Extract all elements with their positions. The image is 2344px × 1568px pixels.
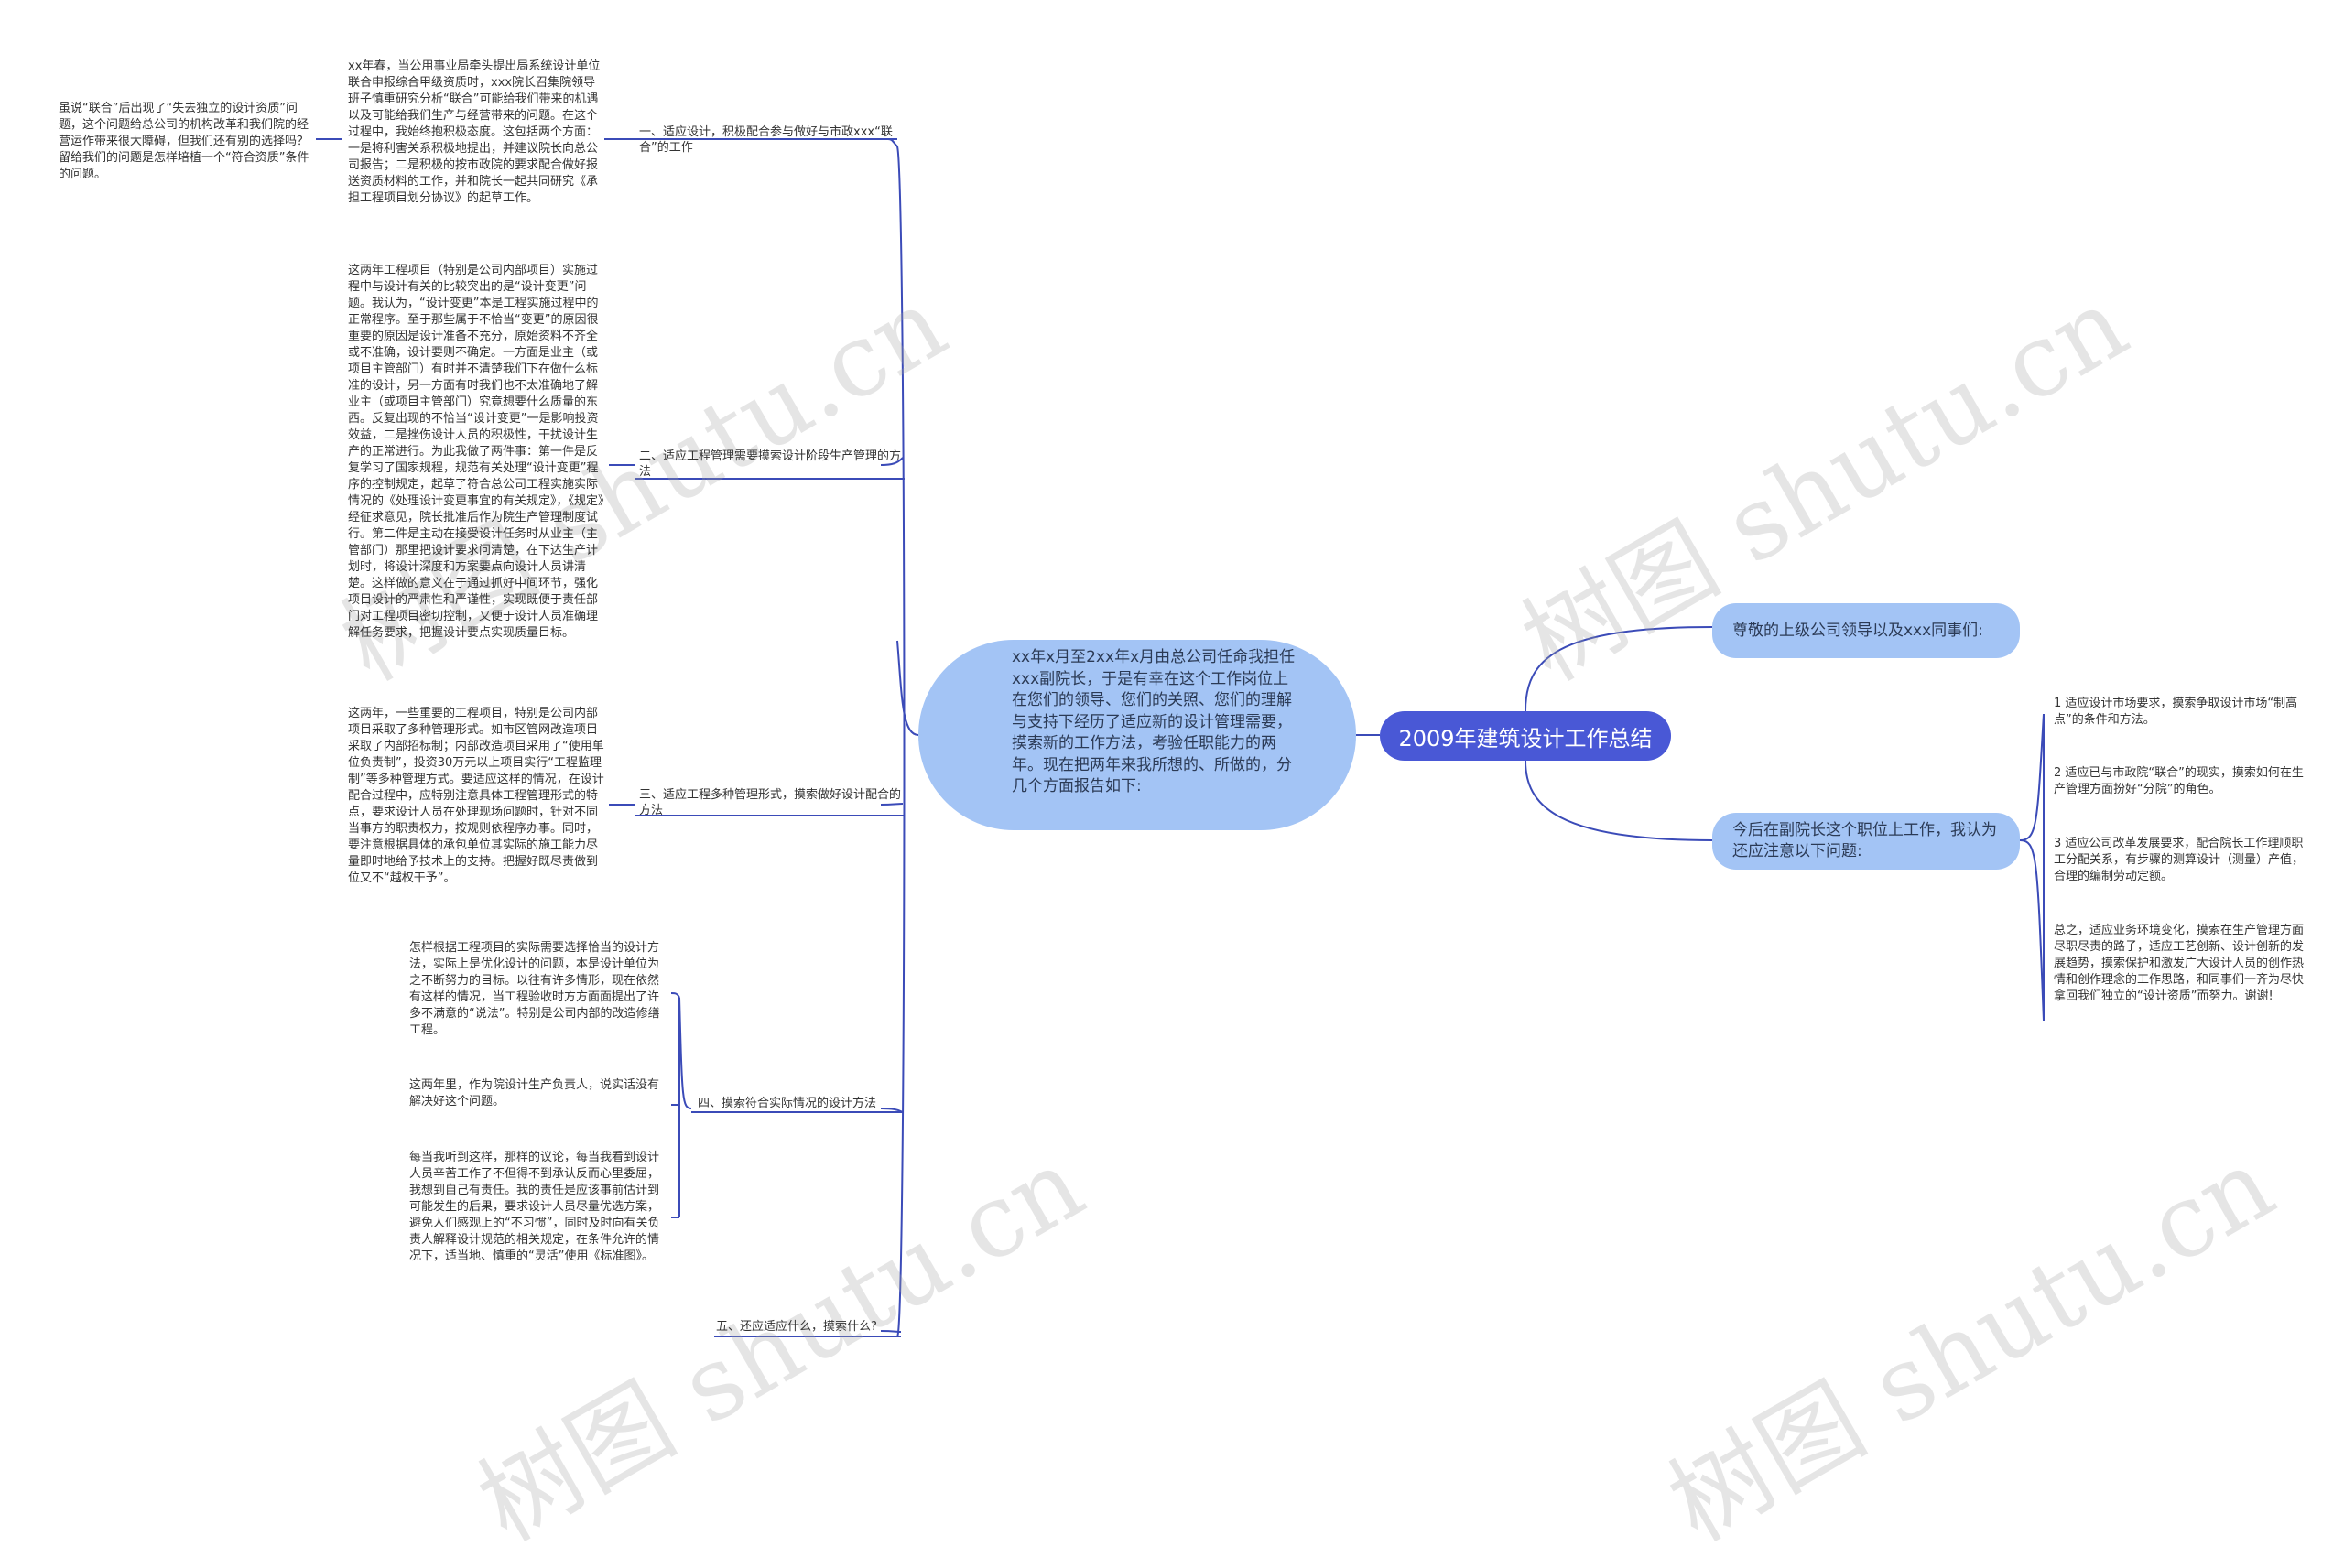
future-node[interactable]: 今后在副院长这个职位上工作，我认为还应注意以下问题:: [1712, 813, 2020, 870]
branch-1-text[interactable]: xx年春，当公用事业局牵头提出局系统设计单位联合申报综合甲级资质时，xxx院长召…: [348, 59, 601, 205]
branch-4-text-2[interactable]: 这两年里，作为院设计生产负责人，说实话没有解决好这个问题。: [409, 1078, 660, 1108]
branch-3-label[interactable]: 三、适应工程多种管理形式，摸索做好设计配合的方法: [639, 788, 902, 817]
future-item-2[interactable]: 2 适应已与市政院“联合”的现实，摸索如何在生产管理方面扮好“分院”的角色。: [2054, 766, 2304, 796]
branch-2-text[interactable]: 这两年工程项目（特别是公司内部项目）实施过程中与设计有关的比较突出的是“设计变更…: [348, 264, 604, 640]
root-node[interactable]: 2009年建筑设计工作总结: [1380, 711, 1671, 761]
branch-1-sub-text[interactable]: 虽说“联合”后出现了“失去独立的设计资质”问题，这个问题给总公司的机构改革和我们…: [59, 102, 309, 181]
branch-1-label[interactable]: 一、适应设计，积极配合参与做好与市政xxx“联合”的工作: [639, 125, 893, 155]
future-item-3[interactable]: 3 适应公司改革发展要求，配合院长工作理顺职工分配关系，有步骤的测算设计（测量）…: [2054, 837, 2305, 883]
branch-5-label[interactable]: 五、还应适应什么，摸索什么?: [716, 1320, 877, 1334]
future-item-1[interactable]: 1 适应设计市场要求，摸索争取设计市场“制高点”的条件和方法。: [2054, 697, 2298, 727]
branch-4-text-3[interactable]: 每当我听到这样，那样的议论，每当我看到设计人员辛苦工作了不但得不到承认反而心里委…: [409, 1151, 660, 1263]
greeting-node[interactable]: 尊敬的上级公司领导以及xxx同事们:: [1712, 603, 2020, 658]
intro-node[interactable]: xx年x月至2xx年x月由总公司任命我担任xxx副院长，于是有幸在这个工作岗位上…: [918, 640, 1356, 830]
branch-4-text-1[interactable]: 怎样根据工程项目的实际需要选择恰当的设计方法，实际上是优化设计的问题，本是设计单…: [409, 941, 660, 1037]
branch-2-label[interactable]: 二、适应工程管理需要摸索设计阶段生产管理的方法: [639, 449, 902, 479]
future-item-4[interactable]: 总之，适应业务环境变化，摸索在生产管理方面尽职尽责的路子，适应工艺创新、设计创新…: [2054, 924, 2305, 1003]
branch-4-label[interactable]: 四、摸索符合实际情况的设计方法: [698, 1097, 877, 1110]
branch-3-text[interactable]: 这两年，一些重要的工程项目，特别是公司内部项目采取了多种管理形式。如市区管网改造…: [348, 707, 604, 885]
connector-lines: [316, 138, 2045, 1337]
